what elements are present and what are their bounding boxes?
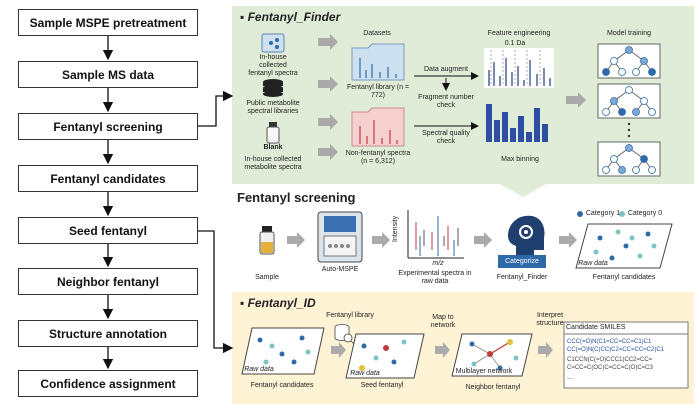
smiles-row: C1CCN(C(=O)CCC1)CC2=CC=	[567, 357, 653, 363]
auto-mspe-label: Auto-MSPE	[321, 266, 359, 273]
spectral-check-label: Spectral quality check	[422, 130, 470, 145]
categorize-box	[498, 255, 546, 268]
library-database-icon	[334, 324, 356, 346]
fentanyl-library-folder	[351, 43, 405, 81]
brain-gear-icon	[508, 215, 545, 256]
mz-label: m/z	[432, 260, 444, 267]
finder-title: ▪ Fentanyl_Finder	[240, 10, 341, 24]
seed-connector	[198, 230, 234, 354]
categorize-label: Categorize	[505, 258, 539, 265]
step-fentanyl-candidates: Fentanyl candidates	[18, 165, 198, 192]
screening-finder-label: Fentanyl_Finder	[496, 274, 548, 281]
id-raw-data-label: Raw data	[244, 366, 274, 373]
max-binning-bars	[486, 104, 548, 142]
screening-candidates-label: Fentanyl candidates	[592, 274, 656, 281]
feature-eng-label: Feature engineering	[487, 30, 551, 37]
screening-connector	[198, 90, 234, 127]
gray-arrows	[287, 34, 586, 358]
non-fentanyl-label: Non-fentanyl spectra (n = 6,312)	[345, 150, 411, 165]
folder-icon	[261, 33, 285, 53]
step-confidence-assignment: Confidence assignment	[18, 370, 198, 397]
candidates-scatter	[575, 211, 673, 269]
screening-title: Fentanyl screening	[237, 190, 356, 205]
step-structure-annotation: Structure annotation	[18, 320, 198, 347]
raw-data-label: Raw data	[578, 260, 608, 267]
step-fentanyl-screening: Fentanyl screening	[18, 113, 198, 140]
intensity-label: Intensity	[392, 215, 399, 242]
id-candidates-scatter	[241, 327, 325, 375]
binned-spectrum	[484, 48, 554, 88]
source-public-label: Public metabolite spectral libraries	[246, 100, 300, 115]
multilayer-label: Multilayer network	[455, 368, 513, 375]
interpret-label: Interpret structure	[536, 312, 564, 327]
id-library-label: Fentanyl library	[326, 312, 374, 319]
step-mspe-pretreatment: Sample MSPE pretreatment	[18, 9, 198, 36]
max-binning-label: Max binning	[501, 156, 539, 163]
seed-scatter	[345, 333, 425, 379]
smiles-row: C=CC=C(OC)C=CC=C(O)C=C3	[567, 365, 653, 371]
step-neighbor-fentanyl: Neighbor fentanyl	[18, 268, 198, 295]
map-network-label: Map to network	[430, 314, 456, 329]
smiles-row: CCC(=O)N(C1=CC=CC=C1)C1	[567, 339, 652, 345]
smiles-row: CC(=O)N(C(CC)C2=CC=CC=C2)C1	[567, 347, 665, 353]
smiles-table	[563, 321, 689, 389]
id-title: ▪ Fentanyl_ID	[240, 296, 316, 310]
experimental-spectra	[407, 210, 464, 259]
sample-vial-icon	[259, 226, 275, 255]
step-seed-fentanyl: Seed fentanyl	[18, 217, 198, 244]
seed-raw-data-label: Raw data	[350, 370, 380, 377]
sample-label: Sample	[255, 274, 279, 281]
step-ms-data: Sample MS data	[18, 61, 198, 88]
category1-label: Category 1	[585, 210, 621, 217]
neighbor-label: Neighbor fentanyl	[465, 384, 521, 391]
id-candidates-label: Fentanyl candidates	[250, 382, 314, 389]
data-augment-label: Data augment	[424, 66, 468, 73]
decision-trees	[597, 43, 661, 177]
process-arrows	[414, 72, 479, 130]
non-fentanyl-folder	[351, 107, 405, 147]
seed-label: Seed fentanyl	[360, 382, 404, 389]
category0-label: Category 0	[627, 210, 663, 217]
exp-spectra-label: Experimental spectra in raw data	[398, 270, 472, 285]
finder-pointer	[500, 184, 546, 197]
database-icon	[263, 79, 283, 97]
fragment-check-label: Fragment number check	[418, 94, 474, 109]
datasets-label: Datasets	[363, 30, 391, 37]
source-fentanyl-label: In-house collected fentanyl spectra	[248, 54, 298, 77]
fentanyl-library-label: Fentanyl library (n = 772)	[346, 84, 410, 99]
smiles-ellipsis: ...	[567, 374, 573, 381]
bin-width-label: 0.1 Da	[504, 40, 526, 47]
multilayer-network	[451, 333, 533, 377]
auto-mspe-instrument-icon	[317, 211, 363, 263]
source-blank-label: Blank	[263, 144, 283, 151]
smiles-header: Candidate SMILES	[566, 324, 626, 331]
model-training-label: Model training	[607, 30, 651, 37]
source-metabolite-label: In-house collected metabolite spectra	[244, 156, 302, 171]
vial-icon	[266, 122, 280, 144]
